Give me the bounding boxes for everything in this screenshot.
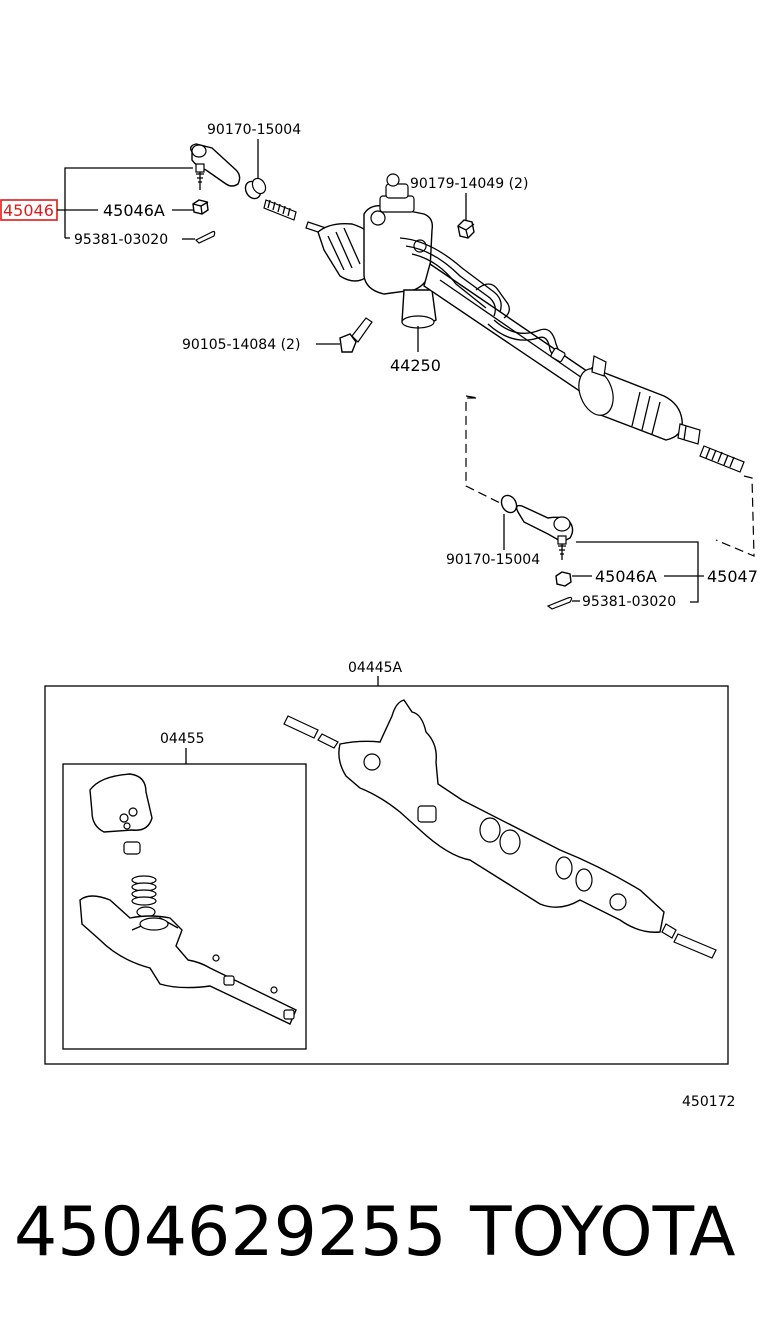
- nut-left: [192, 199, 209, 215]
- footer-part-number: 4504629255: [14, 1193, 447, 1272]
- label-nut-left: 90170-15004: [207, 122, 301, 138]
- label-45046a-right: 45046A: [595, 567, 657, 586]
- label-45047: 45047: [707, 567, 758, 586]
- label-hose-union: 90179-14049 (2): [410, 176, 528, 192]
- hose-union-nut: [457, 219, 475, 239]
- diagram-id: 450172: [682, 1094, 735, 1110]
- label-rack-assembly: 44250: [390, 356, 441, 375]
- bushing-right: [500, 494, 518, 514]
- leader-bracket-left: [57, 167, 193, 239]
- label-cotter-left: 95381-03020: [74, 232, 168, 248]
- label-gear-housing-kit: 04445A: [348, 660, 403, 676]
- cotter-pin-left: [194, 230, 216, 244]
- cotter-pin-right: [546, 596, 573, 610]
- tie-rod-threads-left: [263, 199, 327, 235]
- label-nut-right: 90170-15004: [446, 552, 540, 568]
- kit-box-outer: [44, 685, 729, 1065]
- label-cotter-right: 95381-03020: [582, 594, 676, 610]
- spring: [131, 875, 157, 918]
- svg-text:45046: 45046: [3, 201, 54, 220]
- bushing-left: [244, 177, 267, 200]
- callout-45046[interactable]: 45046: [0, 199, 58, 221]
- tie-rod-end-left: [189, 143, 241, 190]
- label-mount-bolt: 90105-14084 (2): [182, 337, 300, 353]
- dashed-bracket-right: [465, 395, 755, 557]
- nut-right: [555, 571, 572, 587]
- label-45046a-left: 45046A: [103, 201, 165, 220]
- footer-brand: TOYOTA: [470, 1193, 736, 1272]
- label-gasket-kit: 04455: [160, 731, 205, 747]
- footer-caption: 4504629255 TOYOTA: [0, 1188, 760, 1278]
- gasket-kit-parts: [79, 773, 297, 1025]
- leader-bracket-right: [576, 541, 699, 603]
- tie-rod-threads-right: [699, 445, 745, 473]
- kit-box-inner: [62, 763, 307, 1050]
- mount-bolt: [339, 317, 373, 353]
- tie-rod-end-right: [515, 504, 574, 560]
- gear-housing-parts: [283, 699, 717, 959]
- steering-rack-assembly: [317, 173, 701, 445]
